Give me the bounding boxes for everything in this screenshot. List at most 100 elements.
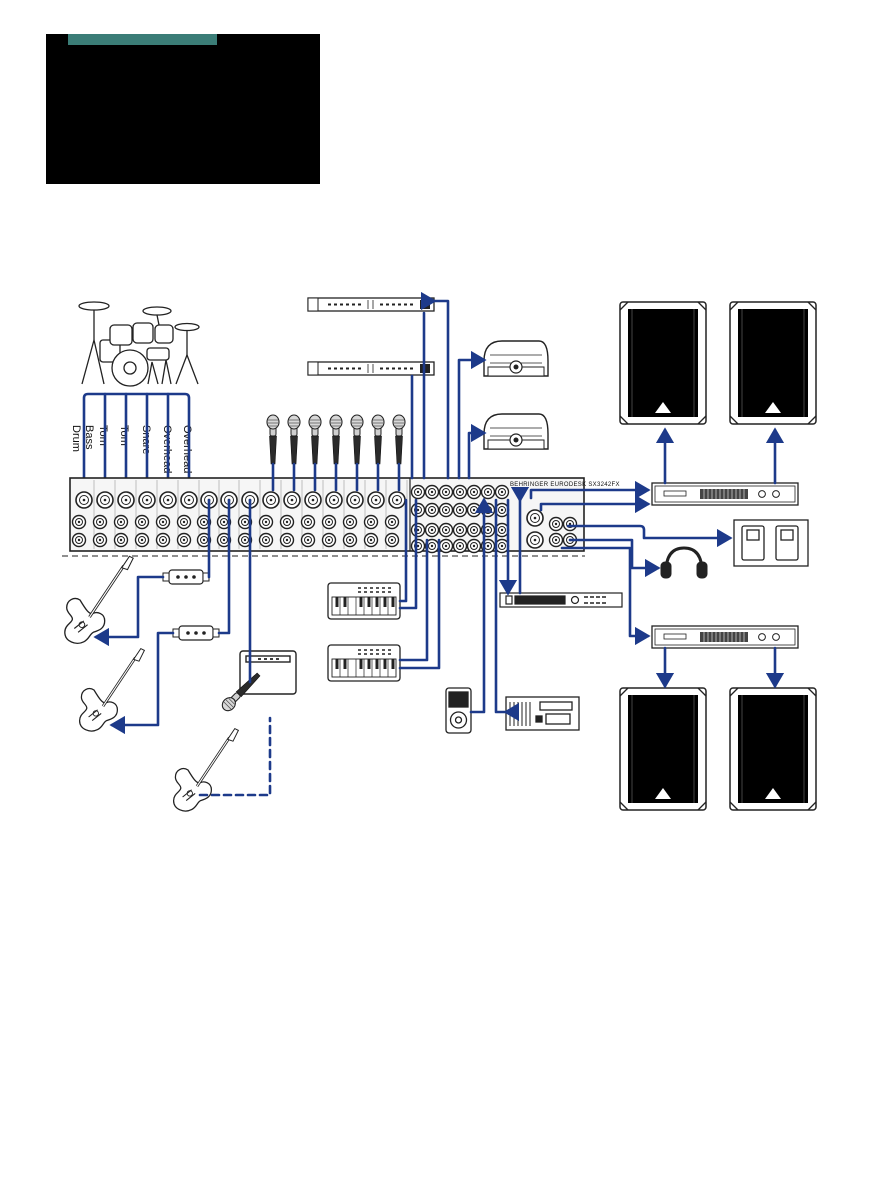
rack-processor-icon [499, 592, 623, 608]
line-input-jack [363, 514, 379, 530]
insert-jack [176, 532, 192, 548]
insert-jack [342, 532, 358, 548]
line-input-jack [113, 514, 129, 530]
power-amp-icon [651, 482, 799, 506]
master-jack [410, 502, 426, 518]
electric-guitar-icon [78, 647, 146, 733]
insert-jack [279, 532, 295, 548]
drum-label-bass-drum-line2: Drum [70, 425, 82, 452]
xlr-input-jack [262, 491, 280, 509]
master-jack [424, 502, 440, 518]
drum-label-tom-1: Tom [97, 425, 109, 446]
microphone-icon [371, 414, 385, 465]
main-out-xlr-jack [526, 509, 544, 527]
master-jack [438, 484, 454, 500]
line-input-jack [300, 514, 316, 530]
speaker-icon [619, 687, 707, 811]
xlr-input-jack [367, 491, 385, 509]
aux-jack [548, 532, 564, 548]
di-box-icon [172, 625, 220, 641]
master-jack [438, 538, 454, 554]
xlr-input-jack [75, 491, 93, 509]
keyboard-icon [326, 581, 402, 621]
master-jack [410, 522, 426, 538]
speaker-icon [729, 687, 817, 811]
master-jack [494, 538, 510, 554]
line-input-jack [342, 514, 358, 530]
header-accent-bar [68, 34, 217, 45]
line-input-jack [134, 514, 150, 530]
main-out-xlr-jack [526, 531, 544, 549]
master-jack [452, 484, 468, 500]
xlr-input-jack [180, 491, 198, 509]
xlr-input-jack [325, 491, 343, 509]
drum-kit-icon [78, 301, 200, 387]
insert-jack [71, 532, 87, 548]
master-jack [424, 522, 440, 538]
headphones-icon [660, 546, 708, 579]
media-player-icon [445, 687, 472, 734]
line-input-jack [258, 514, 274, 530]
monitor-wedge-icon [483, 413, 549, 450]
vocal-microphones [266, 414, 406, 492]
insert-jack [321, 532, 337, 548]
di-box-icon [162, 569, 210, 585]
line-input-jack [279, 514, 295, 530]
master-jack [452, 522, 468, 538]
power-amp-icon [651, 625, 799, 649]
microphone-icon [308, 414, 322, 465]
aux-jack [548, 516, 564, 532]
line-input-jack [71, 514, 87, 530]
drum-label-tom-2: Tom [118, 425, 130, 446]
master-jack [466, 522, 482, 538]
recorder-icon [505, 696, 580, 731]
xlr-input-jack [346, 491, 364, 509]
drum-labels: Bass Drum Tom Tom Snare Overhead Overhea… [70, 425, 193, 473]
mixer: BEHRINGER EURODESK SX3242FX [69, 477, 620, 554]
microphone-icon [392, 414, 406, 465]
master-jack [424, 484, 440, 500]
insert-jack [258, 532, 274, 548]
xlr-input-jack [117, 491, 135, 509]
mixer-brand: BEHRINGER EURODESK SX3242FX [510, 482, 620, 488]
microphone-icon [287, 414, 301, 465]
microphone-icon [350, 414, 364, 465]
master-jack [410, 484, 426, 500]
aux-jack [562, 516, 578, 532]
footswitch-icon [733, 519, 809, 567]
xlr-input-jack [96, 491, 114, 509]
line-input-jack [155, 514, 171, 530]
signal-cables [93, 291, 785, 797]
speaker-icon [619, 301, 707, 425]
insert-jack [155, 532, 171, 548]
master-jack [452, 502, 468, 518]
master-jack [438, 522, 454, 538]
drum-label-overhead-2: Overhead [181, 425, 193, 473]
insert-jack [134, 532, 150, 548]
line-input-jack [321, 514, 337, 530]
insert-jack [92, 532, 108, 548]
insert-jack [363, 532, 379, 548]
master-jack [466, 484, 482, 500]
drum-cables [82, 392, 191, 483]
master-jack [494, 522, 510, 538]
xlr-input-jack [159, 491, 177, 509]
xlr-input-jack [388, 491, 406, 509]
master-jack [466, 502, 482, 518]
rack-processor-icon [307, 361, 435, 376]
insert-jack [113, 532, 129, 548]
microphone-icon [329, 414, 343, 465]
line-input-jack [384, 514, 400, 530]
keyboard-icon [326, 643, 402, 683]
electric-guitar-icon [172, 727, 240, 813]
master-jack [494, 502, 510, 518]
insert-jack [384, 532, 400, 548]
bass-guitar-icon [63, 554, 135, 645]
line-input-jack [92, 514, 108, 530]
master-jack [452, 538, 468, 554]
master-jack [410, 538, 426, 554]
header-panel [46, 34, 320, 184]
xlr-input-jack [304, 491, 322, 509]
monitor-wedge-icon [483, 340, 549, 377]
